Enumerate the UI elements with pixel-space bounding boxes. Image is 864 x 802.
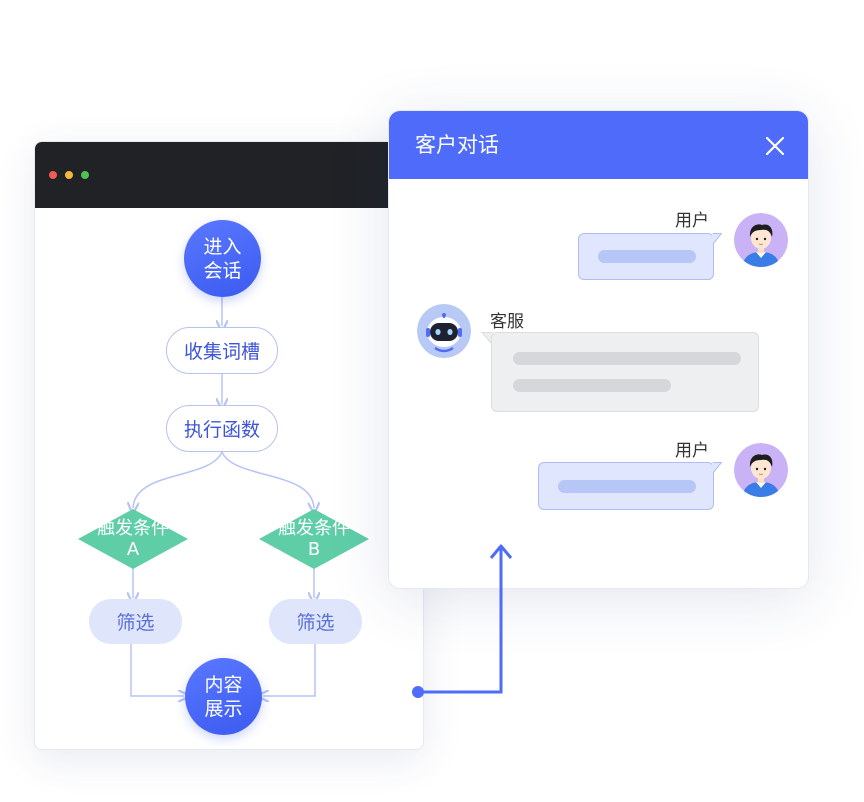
content-display-node[interactable]: 内容 展示 — [185, 658, 262, 735]
message-3-speaker: 用户 — [675, 441, 709, 461]
start-node[interactable]: 进入 会话 — [184, 220, 261, 297]
message-1-bubble — [578, 233, 722, 280]
content-display-line1: 内容 — [204, 673, 243, 696]
user-avatar-2 — [734, 443, 788, 497]
collect-slots-node[interactable]: 收集词槽 — [166, 327, 278, 374]
filter-a-label: 筛选 — [116, 612, 155, 634]
execute-function-node[interactable]: 执行函数 — [166, 405, 278, 452]
trigger-a-diamond — [78, 509, 188, 569]
edge-execute-trigger-a — [133, 451, 223, 508]
robot-icon — [417, 304, 471, 358]
content-display-line2: 展示 — [204, 697, 243, 720]
trigger-b-diamond — [259, 509, 369, 569]
maximize-window-dot[interactable] — [81, 171, 89, 179]
trigger-a-line1: 触发条件 — [97, 518, 169, 539]
chat-title: 客户对话 — [415, 133, 499, 157]
minimize-window-dot[interactable] — [65, 171, 73, 179]
trigger-b-node[interactable]: 触发条件 B — [259, 514, 369, 564]
chat-header: 客户对话 — [389, 111, 808, 179]
filter-a-node[interactable]: 筛选 — [89, 599, 182, 644]
message-1-speaker: 用户 — [675, 211, 709, 231]
message-2-placeholder-line-2 — [513, 379, 671, 392]
collect-slots-label: 收集词槽 — [183, 341, 260, 363]
window-titlebar — [35, 142, 423, 208]
agent-avatar — [417, 304, 471, 358]
start-node-line1: 进入 — [203, 235, 242, 258]
filter-b-label: 筛选 — [296, 612, 335, 634]
execute-function-label: 执行函数 — [183, 419, 260, 441]
start-node-line2: 会话 — [203, 259, 242, 282]
edge-filter-b-end — [263, 644, 316, 696]
close-window-dot[interactable] — [49, 171, 57, 179]
message-2-bubble — [481, 332, 759, 412]
edge-execute-trigger-b — [221, 451, 314, 508]
trigger-b-line2: B — [307, 539, 321, 560]
filter-b-node[interactable]: 筛选 — [269, 599, 362, 644]
chat-window: 客户对话 用户 — [388, 110, 809, 589]
edge-filter-a-end — [130, 644, 184, 696]
close-icon[interactable] — [766, 137, 784, 155]
link-arrow-head — [489, 544, 513, 559]
user-avatar — [734, 213, 788, 267]
trigger-a-line2: A — [126, 539, 140, 560]
trigger-b-line1: 触发条件 — [278, 518, 350, 539]
message-2-placeholder-line-1 — [513, 352, 741, 365]
message-3-bubble — [538, 462, 722, 510]
message-3-placeholder-line — [558, 480, 696, 493]
link-arrow-line — [418, 548, 503, 694]
message-2-speaker: 客服 — [490, 312, 524, 332]
message-1-placeholder-line — [598, 250, 696, 263]
user-avatar-icon — [734, 213, 788, 267]
user-avatar-2-icon — [734, 443, 788, 497]
trigger-a-node[interactable]: 触发条件 A — [78, 514, 188, 564]
